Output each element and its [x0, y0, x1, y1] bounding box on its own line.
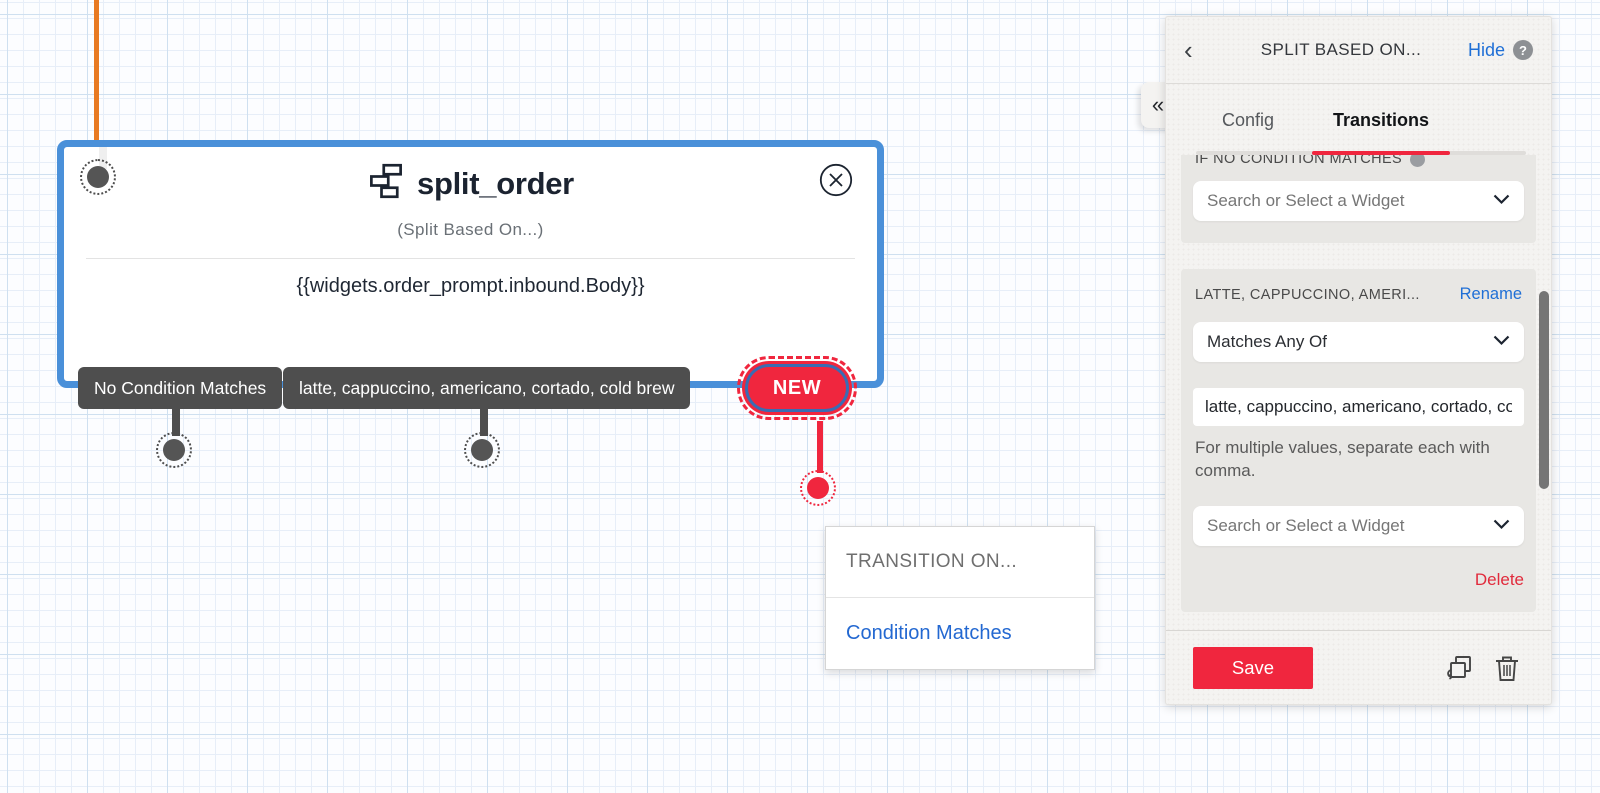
panel-tabs: Config Transitions: [1166, 84, 1551, 155]
tab-config[interactable]: Config: [1198, 110, 1298, 131]
node-subtitle: (Split Based On...): [397, 220, 544, 239]
transition-stem: [480, 409, 488, 436]
rename-button[interactable]: Rename: [1459, 285, 1522, 303]
split-order-node[interactable]: split_order (Split Based On...) {{widget…: [57, 140, 884, 388]
collapse-chevrons-icon: «: [1151, 92, 1165, 117]
transition-menu-header: TRANSITION ON...: [826, 527, 1094, 598]
condition-value-input[interactable]: [1193, 388, 1524, 426]
operator-select[interactable]: Matches Any Of: [1193, 322, 1524, 362]
condition-output-port[interactable]: [464, 432, 500, 468]
no-match-label: IF NO CONDITION MATCHES: [1195, 155, 1403, 167]
duplicate-widget-icon[interactable]: [1442, 651, 1476, 685]
inspector-panel: ‹ SPLIT BASED ON... Hide ? Config Transi…: [1165, 16, 1552, 705]
chevron-down-icon: [1493, 333, 1510, 351]
incoming-wire: [94, 0, 99, 142]
panel-scroll-area[interactable]: IF NO CONDITION MATCHES Search or Select…: [1166, 155, 1551, 630]
tab-transitions[interactable]: Transitions: [1311, 110, 1451, 131]
active-tab-underline: [1312, 151, 1450, 155]
no-match-output-port[interactable]: [156, 432, 192, 468]
panel-header: ‹ SPLIT BASED ON... Hide ?: [1166, 17, 1551, 84]
node-divider: [86, 258, 855, 259]
split-widget-icon: [367, 163, 405, 204]
new-transition-stem: [817, 421, 823, 473]
chevron-down-icon: [1493, 517, 1510, 535]
delete-button[interactable]: Delete: [1474, 570, 1524, 589]
new-transition-button[interactable]: NEW: [745, 364, 849, 412]
panel-footer: Save: [1166, 630, 1551, 704]
condition-widget-select[interactable]: Search or Select a Widget: [1193, 506, 1524, 546]
panel-scrollbar-thumb[interactable]: [1539, 291, 1549, 489]
menu-item-condition-matches[interactable]: Condition Matches: [846, 622, 1012, 644]
new-transition-outline: NEW: [737, 356, 857, 420]
condition-name: LATTE, CAPPUCCINO, AMERI...: [1195, 287, 1420, 303]
select-placeholder: Search or Select a Widget: [1207, 516, 1405, 535]
node-body-expression: {{widgets.order_prompt.inbound.Body}}: [296, 275, 645, 297]
transition-on-menu: TRANSITION ON... Condition Matches: [825, 526, 1095, 670]
operator-value: Matches Any Of: [1207, 332, 1327, 351]
new-transition-port[interactable]: [800, 470, 836, 506]
comma-helper-text: For multiple values, separate each with …: [1195, 438, 1490, 480]
back-chevron-icon[interactable]: ‹: [1184, 37, 1214, 63]
transition-stem: [172, 409, 180, 436]
no-match-widget-select[interactable]: Search or Select a Widget: [1193, 181, 1524, 221]
help-icon[interactable]: ?: [1513, 40, 1533, 60]
node-title-row: split_order: [64, 163, 877, 204]
transition-tag-condition[interactable]: latte, cappuccino, americano, cortado, c…: [283, 367, 691, 409]
save-button[interactable]: Save: [1193, 646, 1313, 689]
panel-title: SPLIT BASED ON...: [1260, 40, 1422, 59]
hide-button[interactable]: Hide: [1467, 39, 1505, 60]
node-input-port[interactable]: [80, 159, 116, 195]
trash-icon[interactable]: [1490, 651, 1524, 685]
condition-card: LATTE, CAPPUCCINO, AMERI... Rename Match…: [1181, 269, 1536, 612]
select-placeholder: Search or Select a Widget: [1207, 191, 1405, 210]
wire-stub: [99, 147, 107, 169]
node-close-icon[interactable]: [819, 163, 853, 197]
help-icon: [1410, 155, 1426, 167]
no-match-card: IF NO CONDITION MATCHES Search or Select…: [1181, 155, 1536, 243]
chevron-down-icon: [1493, 192, 1510, 210]
transition-tag-no-match[interactable]: No Condition Matches: [78, 367, 283, 409]
node-title: split_order: [417, 165, 574, 201]
